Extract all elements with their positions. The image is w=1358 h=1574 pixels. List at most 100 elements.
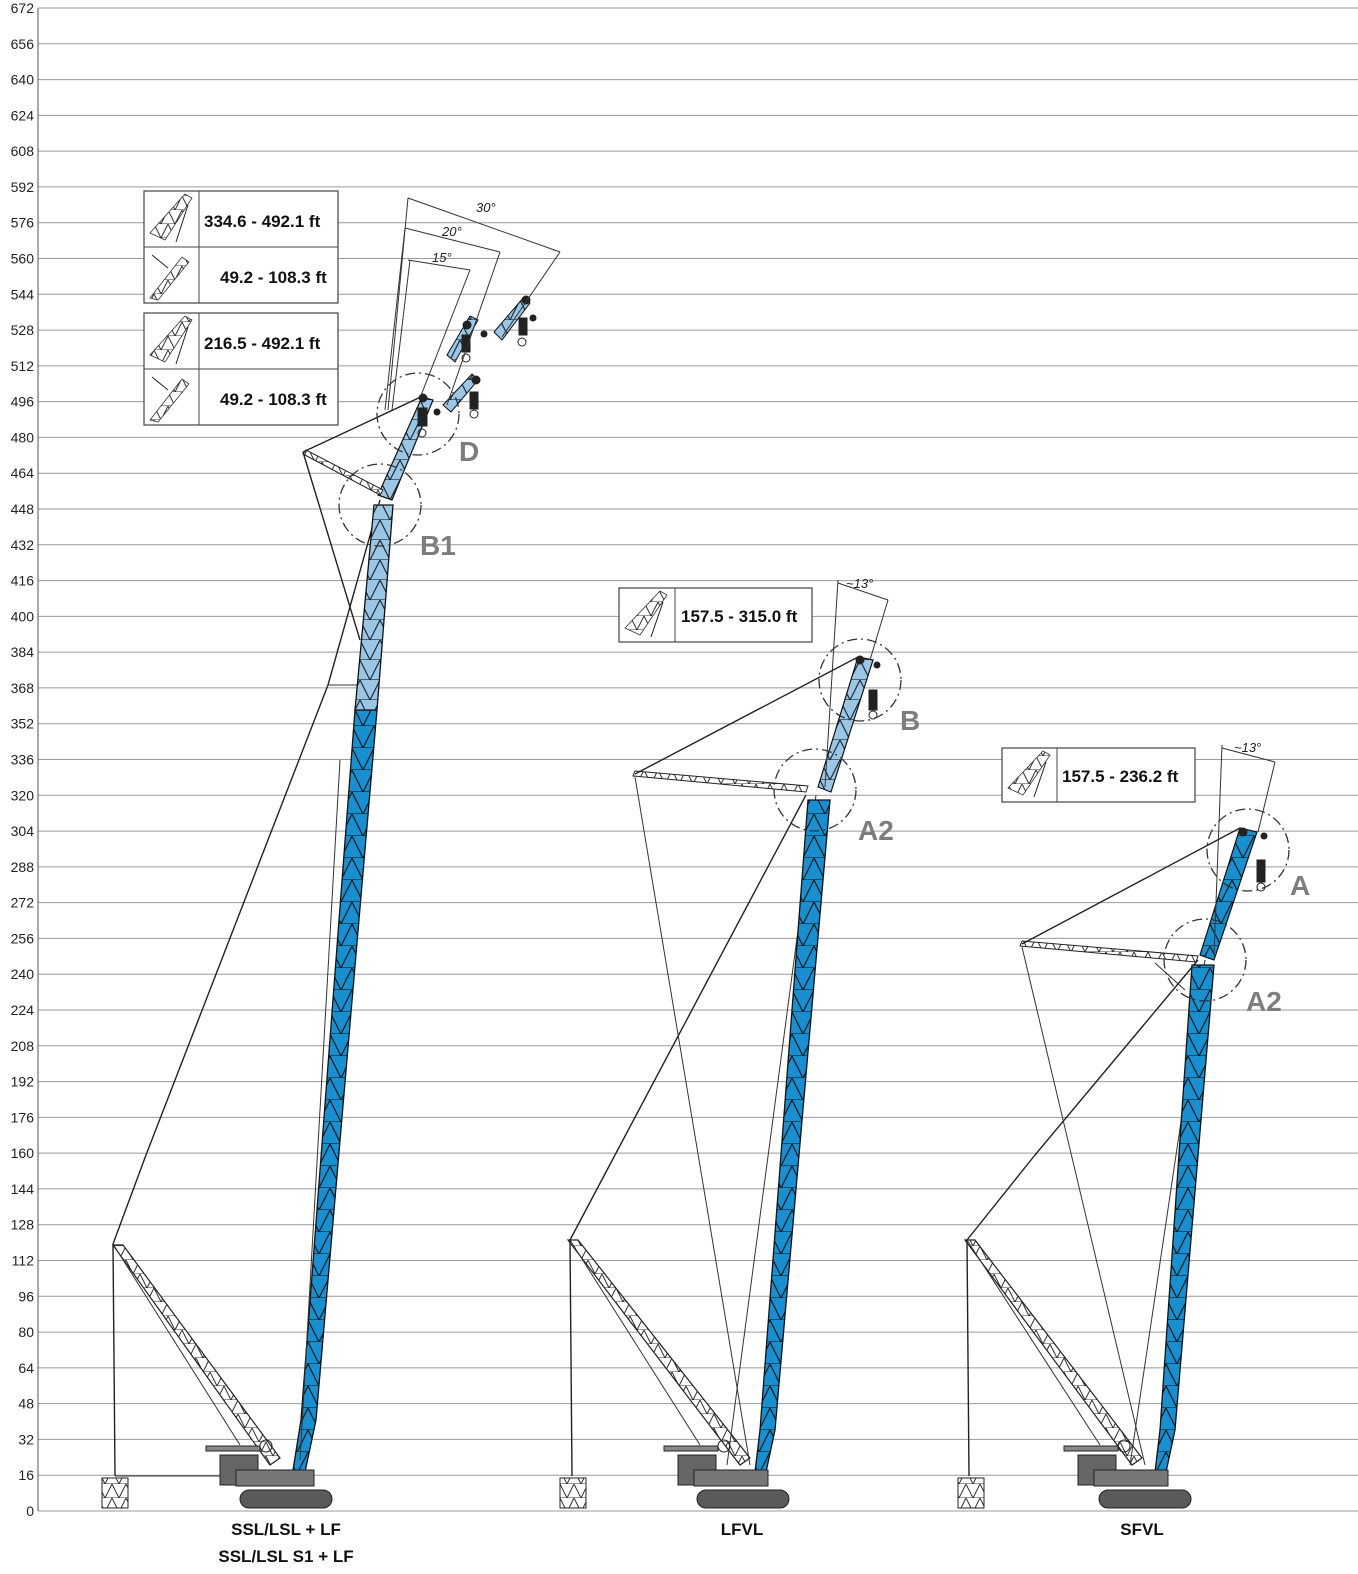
info-box-sfvl: 157.5 - 236.2 ft [1001, 747, 1196, 803]
hook-block [1238, 827, 1268, 892]
y-tick-label: 592 [11, 179, 35, 195]
y-tick-label: 176 [11, 1109, 35, 1125]
y-tick-label: 624 [11, 107, 35, 123]
y-tick-label: 560 [11, 251, 35, 267]
y-tick-label: 656 [11, 36, 35, 52]
y-tick-label: 464 [11, 465, 35, 481]
y-tick-label: 144 [11, 1181, 35, 1197]
detail-label-a2-lfvl: A2 [858, 815, 894, 846]
config-label-ssl-lsl-lf: SSL/LSL + LF [231, 1520, 341, 1539]
crane-sfvl: ~13° A2 A [957, 740, 1310, 1509]
info-box-ssl-lsl-lf: 334.6 - 492.1 ft 49.2 - 108.3 ft [143, 190, 339, 304]
boom-length-range-lfvl: 157.5 - 315.0 ft [681, 607, 798, 626]
derrick-boom [566, 1239, 751, 1466]
y-tick-label: 112 [12, 1253, 35, 1269]
angle-label-13-sfvl: ~13° [1234, 740, 1261, 755]
y-tick-label: 640 [11, 72, 35, 88]
y-tick-label: 352 [11, 716, 35, 732]
detail-circle-b1 [338, 463, 422, 547]
detail-circle-a2-sfvl [1163, 918, 1247, 1002]
config-label-ssl-lsl-s1-lf: SSL/LSL S1 + LF [218, 1547, 353, 1566]
detail-label-a2-sfvl: A2 [1246, 986, 1282, 1017]
backstay-ropes [966, 946, 1206, 1477]
y-tick-label: 192 [11, 1074, 35, 1090]
crawler-base [559, 1439, 790, 1509]
y-tick-label: 480 [11, 429, 35, 445]
y-tick-label: 208 [11, 1038, 35, 1054]
main-boom-length-range-2: 216.5 - 492.1 ft [204, 334, 321, 353]
y-tick-label: 288 [11, 859, 35, 875]
detail-circle-a2-lfvl [773, 748, 857, 832]
y-tick-label: 320 [11, 787, 35, 803]
detail-circle-b [818, 638, 902, 722]
y-tick-label: 304 [11, 823, 35, 839]
main-boom-length-icon [149, 315, 193, 365]
y-tick-label: 384 [11, 644, 35, 660]
y-tick-label: 80 [18, 1324, 34, 1340]
crane-lfvl: ~13° A2 B [559, 576, 920, 1509]
main-boom-upper-section [354, 504, 394, 711]
detail-circle-d [376, 372, 460, 456]
y-tick-label: 336 [11, 752, 35, 768]
jib-offset-angles: 15° 20° 30° [384, 197, 561, 411]
detail-label-b1: B1 [420, 530, 456, 561]
jib-length-icon [149, 376, 190, 423]
boom-length-icon [1007, 750, 1051, 798]
info-box-ssl-lsl-s1-lf: 216.5 - 492.1 ft 49.2 - 108.3 ft [143, 312, 339, 426]
jib-strut [299, 394, 426, 1461]
jib-length-range-1: 49.2 - 108.3 ft [220, 268, 327, 287]
crawler-base [957, 1439, 1192, 1509]
detail-circle-a [1206, 808, 1290, 892]
jib-offset-angle: ~13° [824, 576, 889, 788]
y-tick-label: 128 [11, 1217, 35, 1233]
y-tick-label: 672 [11, 0, 35, 16]
y-tick-label: 256 [11, 930, 35, 946]
y-tick-label: 544 [11, 286, 35, 302]
y-tick-label: 512 [11, 358, 35, 374]
angle-label-20: 20° [441, 224, 462, 239]
derrick-boom [111, 1244, 281, 1466]
backstay-ropes [569, 776, 817, 1477]
hook-block [855, 655, 881, 720]
y-tick-label: 432 [11, 537, 35, 553]
config-label-lfvl: LFVL [721, 1520, 764, 1539]
detail-label-b: B [900, 705, 920, 736]
detail-label-a: A [1290, 870, 1310, 901]
detail-label-d: D [459, 436, 479, 467]
y-tick-label: 32 [18, 1431, 34, 1447]
jib-strut [632, 656, 859, 793]
fixed-jib [1199, 827, 1258, 961]
y-tick-label: 160 [11, 1145, 35, 1161]
angle-label-13-lfvl: ~13° [846, 576, 873, 591]
y-tick-label: 448 [11, 501, 35, 517]
y-tick-label: 0 [26, 1503, 34, 1519]
angle-label-30: 30° [476, 200, 496, 215]
y-tick-label: 272 [11, 895, 35, 911]
y-tick-label: 96 [18, 1288, 34, 1304]
angle-label-15: 15° [432, 250, 452, 265]
info-box-lfvl: 157.5 - 315.0 ft [618, 587, 813, 643]
boom-length-icon [624, 590, 668, 638]
config-label-sfvl: SFVL [1120, 1520, 1163, 1539]
y-tick-label: 576 [11, 215, 35, 231]
y-tick-label: 64 [18, 1360, 34, 1376]
crawler-base [101, 1439, 333, 1509]
y-tick-label: 16 [18, 1467, 34, 1483]
y-tick-label: 368 [11, 680, 35, 696]
jib-length-icon [149, 254, 190, 301]
y-tick-label: 48 [18, 1396, 34, 1412]
jib-length-range-2: 49.2 - 108.3 ft [220, 390, 327, 409]
y-tick-label: 240 [11, 966, 35, 982]
boom-length-range-sfvl: 157.5 - 236.2 ft [1062, 767, 1179, 786]
crane-ssl-lsl-lf: 15° 20° 30° B1 D [101, 197, 561, 1509]
y-tick-label: 608 [11, 143, 35, 159]
main-boom-length-icon [149, 193, 193, 243]
main-boom-length-range-1: 334.6 - 492.1 ft [204, 212, 321, 231]
y-tick-label: 400 [11, 608, 35, 624]
y-tick-label: 496 [11, 394, 35, 410]
y-tick-label: 224 [11, 1002, 35, 1018]
main-boom [754, 799, 831, 1473]
main-boom [1154, 964, 1215, 1473]
jib-strut [1019, 827, 1241, 991]
